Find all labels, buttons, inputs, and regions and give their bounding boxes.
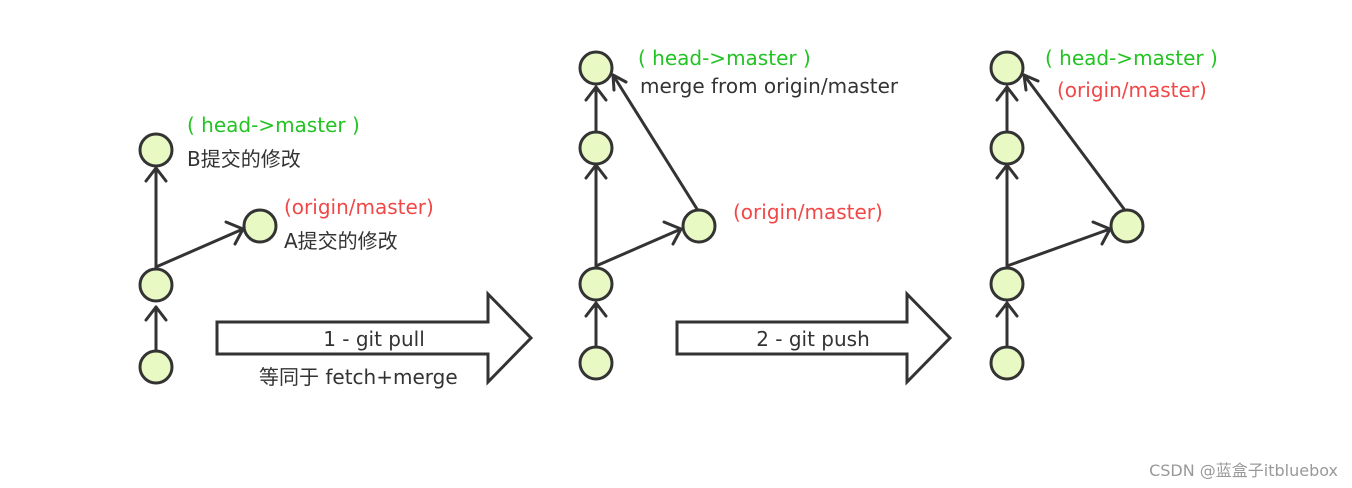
origin-master-label: (origin/master): [284, 195, 434, 219]
arrowhead-b-merge: [584, 85, 608, 102]
a-commit-label: A提交的修改: [284, 229, 398, 253]
commit-node-a: [1109, 208, 1145, 244]
git-pull-arrow-shape: [215, 290, 534, 386]
diagram-before-pull: ( head->master ) B提交的修改 (origin/master) …: [138, 113, 434, 385]
step-git-pull-arrow: 1 - git pull 等同于 fetch+merge: [215, 290, 534, 389]
arrowhead-c2-b: [144, 166, 168, 183]
commit-node-merge: [989, 50, 1025, 86]
fetch-merge-note: 等同于 fetch+merge: [259, 365, 458, 389]
commit-node-merge: [578, 50, 614, 86]
merge-commit-label: merge from origin/master: [640, 74, 899, 98]
git-push-label: 2 - git push: [756, 327, 870, 351]
arrowhead-c1-c2: [584, 301, 608, 318]
commit-node-common: [989, 266, 1025, 302]
commit-node-b: [138, 132, 174, 168]
diagram-after-push: ( head->master ) (origin/master): [989, 46, 1218, 381]
commit-node-common: [578, 266, 614, 302]
origin-master-label: (origin/master): [733, 200, 883, 224]
origin-master-label: (origin/master): [1057, 78, 1207, 102]
arrowhead-c2-a: [662, 220, 683, 246]
edge-a-merge: [1022, 73, 1126, 211]
commit-node-a: [242, 208, 278, 244]
head-master-label: ( head->master ): [1045, 46, 1218, 70]
csdn-watermark: CSDN @蓝盒子itbluebox: [1149, 461, 1338, 480]
arrowhead-a-merge: [611, 73, 628, 92]
b-commit-label: B提交的修改: [187, 147, 301, 171]
git-push-arrow-shape: [675, 290, 953, 386]
diagram-after-pull: ( head->master ) merge from origin/maste…: [578, 46, 899, 381]
edge-c2-a: [154, 227, 245, 269]
commit-node-a: [681, 208, 717, 244]
head-master-label: ( head->master ): [638, 46, 811, 70]
arrowhead-c1-c2: [995, 301, 1019, 318]
commit-node-common: [138, 267, 174, 303]
commit-node-b: [578, 130, 614, 166]
edge-c2-a: [594, 227, 683, 268]
commit-node-base: [138, 349, 174, 385]
arrowhead-a-merge: [1022, 73, 1040, 92]
step-git-push-arrow: 2 - git push: [675, 290, 953, 386]
commit-node-base: [578, 345, 614, 381]
head-master-label: ( head->master ): [187, 113, 360, 137]
git-pull-label: 1 - git pull: [323, 327, 425, 351]
commit-node-b: [989, 130, 1025, 166]
arrowhead-b-merge: [995, 85, 1019, 102]
arrowhead-c1-c2: [144, 305, 168, 322]
edge-a-merge: [611, 73, 699, 211]
edge-c2-a: [1005, 227, 1112, 268]
commit-node-base: [989, 345, 1025, 381]
